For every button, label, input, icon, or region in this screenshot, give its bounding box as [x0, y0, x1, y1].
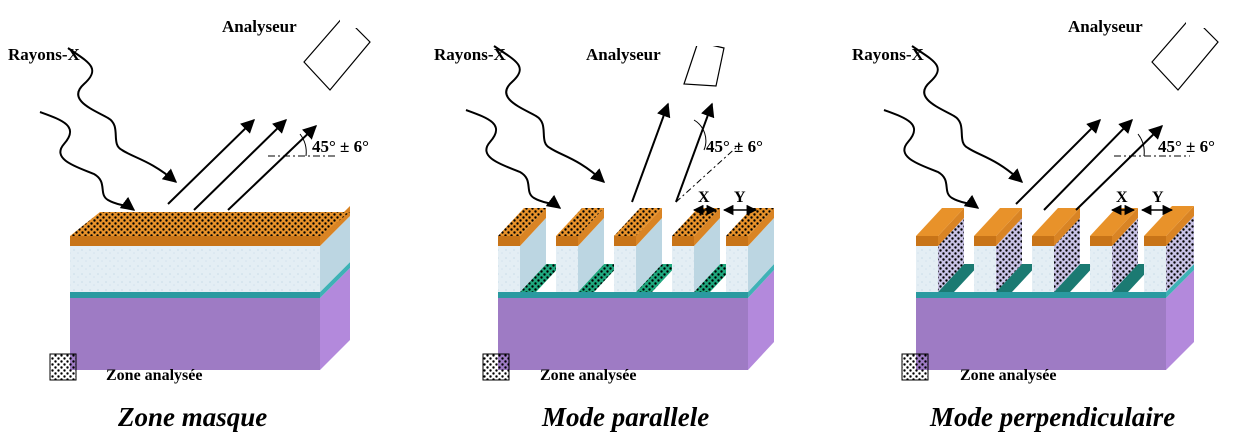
legend-label: Zone analysée: [960, 367, 1056, 384]
substrate-front: [70, 298, 320, 370]
angle-label: 45° ± 6°: [706, 137, 763, 156]
xray-wave-1: [911, 45, 1024, 183]
angle-arc: [693, 119, 707, 151]
diffracted-beam-3: [1075, 125, 1164, 211]
analyzer-icon: [1151, 15, 1219, 91]
analyzer-label: Analyseur: [222, 17, 297, 36]
y-label: Y: [1152, 189, 1164, 206]
diffracted-beam-3: [227, 125, 318, 211]
analyzer-icon: [683, 41, 725, 87]
panel-zone-masque: Rayons-X Analyseur 45° ± 6° Zone analysé…: [8, 8, 380, 432]
angle-label: 45° ± 6°: [1158, 137, 1215, 156]
interface-layer: [498, 292, 748, 298]
xray-label: Rayons-X: [434, 45, 507, 64]
substrate-side: [320, 268, 350, 370]
pillar: [556, 208, 604, 292]
pillar: [974, 208, 1022, 292]
interface-layer-side: [748, 264, 774, 298]
xray-wave-1: [493, 45, 606, 183]
pillar: [1090, 208, 1138, 292]
x-label: X: [698, 189, 710, 206]
xray-label: Rayons-X: [852, 45, 925, 64]
pillar: [498, 208, 546, 292]
trench-floors: [938, 264, 1154, 292]
pillar: [614, 208, 662, 292]
legend-swatch: [482, 353, 510, 381]
substrate-front: [498, 298, 748, 370]
panel-mode-parallele: Rayons-X Analyseur 45° ± 6° X Y Zone ana…: [434, 30, 774, 432]
mask-front: [70, 236, 320, 246]
interface-layer: [916, 292, 1166, 298]
panel-caption: Mode perpendiculaire: [929, 402, 1175, 432]
pillar: [726, 208, 774, 292]
pillar: [1032, 208, 1080, 292]
pillar: [916, 208, 964, 292]
diffracted-beam-2: [675, 102, 715, 203]
panel-caption: Zone masque: [117, 402, 267, 432]
xray-wave-2: [39, 111, 136, 211]
angle-label: 45° ± 6°: [312, 137, 369, 156]
xray-wave-2: [465, 109, 562, 209]
oxide-side: [320, 216, 350, 292]
legend-swatch: [901, 353, 929, 381]
angle-arc: [299, 133, 307, 157]
oxide-layer: [70, 246, 320, 292]
diffracted-beam-2: [193, 119, 288, 211]
diffracted-beam-1: [167, 119, 256, 205]
substrate-front: [916, 298, 1166, 370]
analyzer-icon: [303, 15, 371, 91]
interface-layer-side: [1166, 264, 1194, 298]
trench-floors: [520, 264, 736, 292]
analyzed-zone: [70, 212, 350, 236]
interface-layer-side: [320, 262, 350, 298]
angle-arc: [1137, 133, 1145, 157]
analyzer-label: Analyseur: [586, 45, 661, 64]
diffracted-beam-2: [1043, 118, 1133, 211]
pillar: [1144, 206, 1194, 292]
xray-wave-2: [883, 109, 980, 209]
angle-reference-line: [675, 143, 741, 203]
substrate-side: [1166, 270, 1194, 370]
y-label: Y: [734, 189, 746, 206]
panel-caption: Mode parallele: [541, 402, 709, 432]
legend-label: Zone analysée: [106, 367, 202, 384]
analyzer-label: Analyseur: [1068, 17, 1143, 36]
substrate-side: [748, 270, 774, 370]
diffracted-beam-1: [631, 102, 671, 203]
xray-label: Rayons-X: [8, 45, 81, 64]
legend-swatch: [49, 353, 77, 381]
xray-wave-1: [67, 47, 178, 183]
legend-label: Zone analysée: [540, 367, 636, 384]
x-label: X: [1116, 189, 1128, 206]
panel-mode-perpendiculaire: Rayons-X Analyseur 45° ± 6° X Y Zone ana…: [852, 8, 1226, 432]
diffracted-beam-1: [1015, 119, 1101, 205]
interface-layer: [70, 292, 320, 298]
